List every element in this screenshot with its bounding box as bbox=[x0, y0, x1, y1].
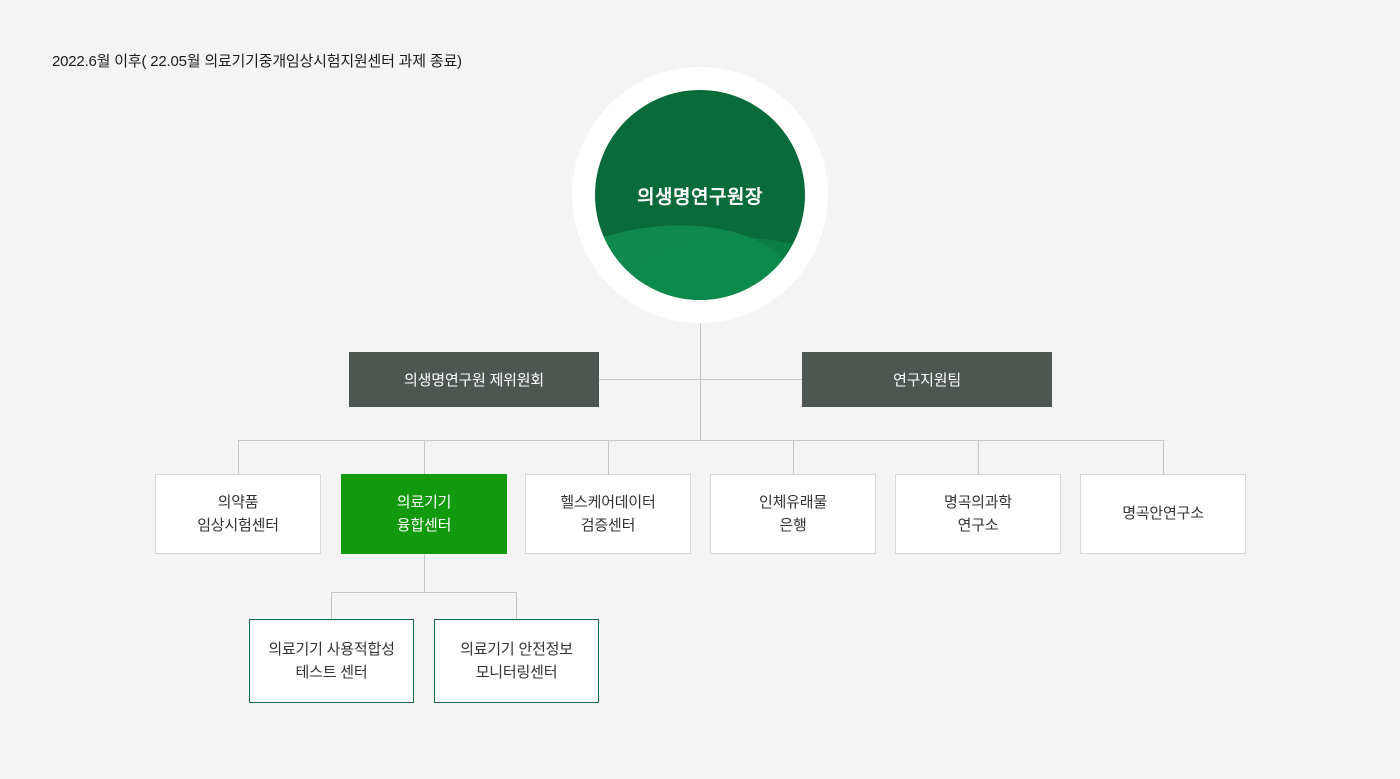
sub-box-usability-test-center: 의료기기 사용적합성 테스트 센터 bbox=[249, 619, 414, 703]
center-box-label-line: 융합센터 bbox=[396, 517, 452, 534]
center-box-label-line: 헬스케어데이터 bbox=[560, 493, 656, 511]
center-box-label-line: 연구소 bbox=[957, 517, 999, 534]
center-box-healthcare-data-validation: 헬스케어데이터 검증센터 bbox=[525, 474, 691, 554]
sub-box-label-line: 모니터링센터 bbox=[475, 664, 558, 681]
center-box-label-line: 임상시험센터 bbox=[197, 517, 279, 534]
center-box-label-line: 명곡의과학 bbox=[943, 493, 1012, 511]
chart-caption: 2022.6월 이후( 22.05월 의료기기중개임상시험지원센터 과제 종료) bbox=[52, 53, 462, 70]
connector-sub-horizontal bbox=[331, 592, 517, 593]
center-box-label-line: 의료기기 bbox=[396, 493, 452, 511]
sub-box-safety-info-monitoring-center: 의료기기 안전정보 모니터링센터 bbox=[434, 619, 599, 703]
root-circle: 의생명연구원장 bbox=[595, 90, 805, 300]
center-box-myunggok-eye-research: 명곡안연구소 bbox=[1080, 474, 1246, 554]
sub-box-label-line: 의료기기 안전정보 bbox=[460, 640, 573, 658]
connector-stub bbox=[1163, 441, 1164, 474]
connector-main-horizontal bbox=[238, 440, 1164, 441]
center-box-human-biobank: 인체유래물 은행 bbox=[710, 474, 876, 554]
connector-committees-horizontal bbox=[599, 379, 802, 380]
connector-sub-stub bbox=[331, 592, 332, 619]
sub-box-label-line: 의료기기 사용적합성 bbox=[268, 640, 395, 658]
committee-box-left: 의생명연구원 제위원회 bbox=[349, 352, 599, 407]
center-box-label-line: 명곡안연구소 bbox=[1122, 505, 1204, 523]
connector-stub bbox=[608, 441, 609, 474]
connector-stub bbox=[238, 441, 239, 474]
center-box-label-line: 은행 bbox=[779, 517, 807, 534]
connector-highlight-down bbox=[424, 554, 425, 592]
connector-sub-stub bbox=[516, 592, 517, 619]
root-node: 의생명연구원장 bbox=[572, 67, 828, 323]
center-box-myunggok-medical-science: 명곡의과학 연구소 bbox=[895, 474, 1061, 554]
center-box-drug-clinical-trial: 의약품 임상시험센터 bbox=[155, 474, 321, 554]
sub-box-label-line: 테스트 센터 bbox=[295, 664, 368, 681]
connector-root-vertical bbox=[700, 323, 701, 441]
center-box-label-line: 인체유래물 bbox=[758, 493, 827, 511]
root-label: 의생명연구원장 bbox=[637, 186, 763, 208]
connector-stub bbox=[793, 441, 794, 474]
center-box-label-line: 검증센터 bbox=[580, 517, 636, 534]
center-box-label-line: 의약품 bbox=[217, 493, 259, 511]
committee-box-right: 연구지원팀 bbox=[802, 352, 1052, 407]
connector-stub bbox=[424, 441, 425, 474]
center-box-medical-device-convergence: 의료기기 융합센터 bbox=[341, 474, 507, 554]
connector-stub bbox=[978, 441, 979, 474]
